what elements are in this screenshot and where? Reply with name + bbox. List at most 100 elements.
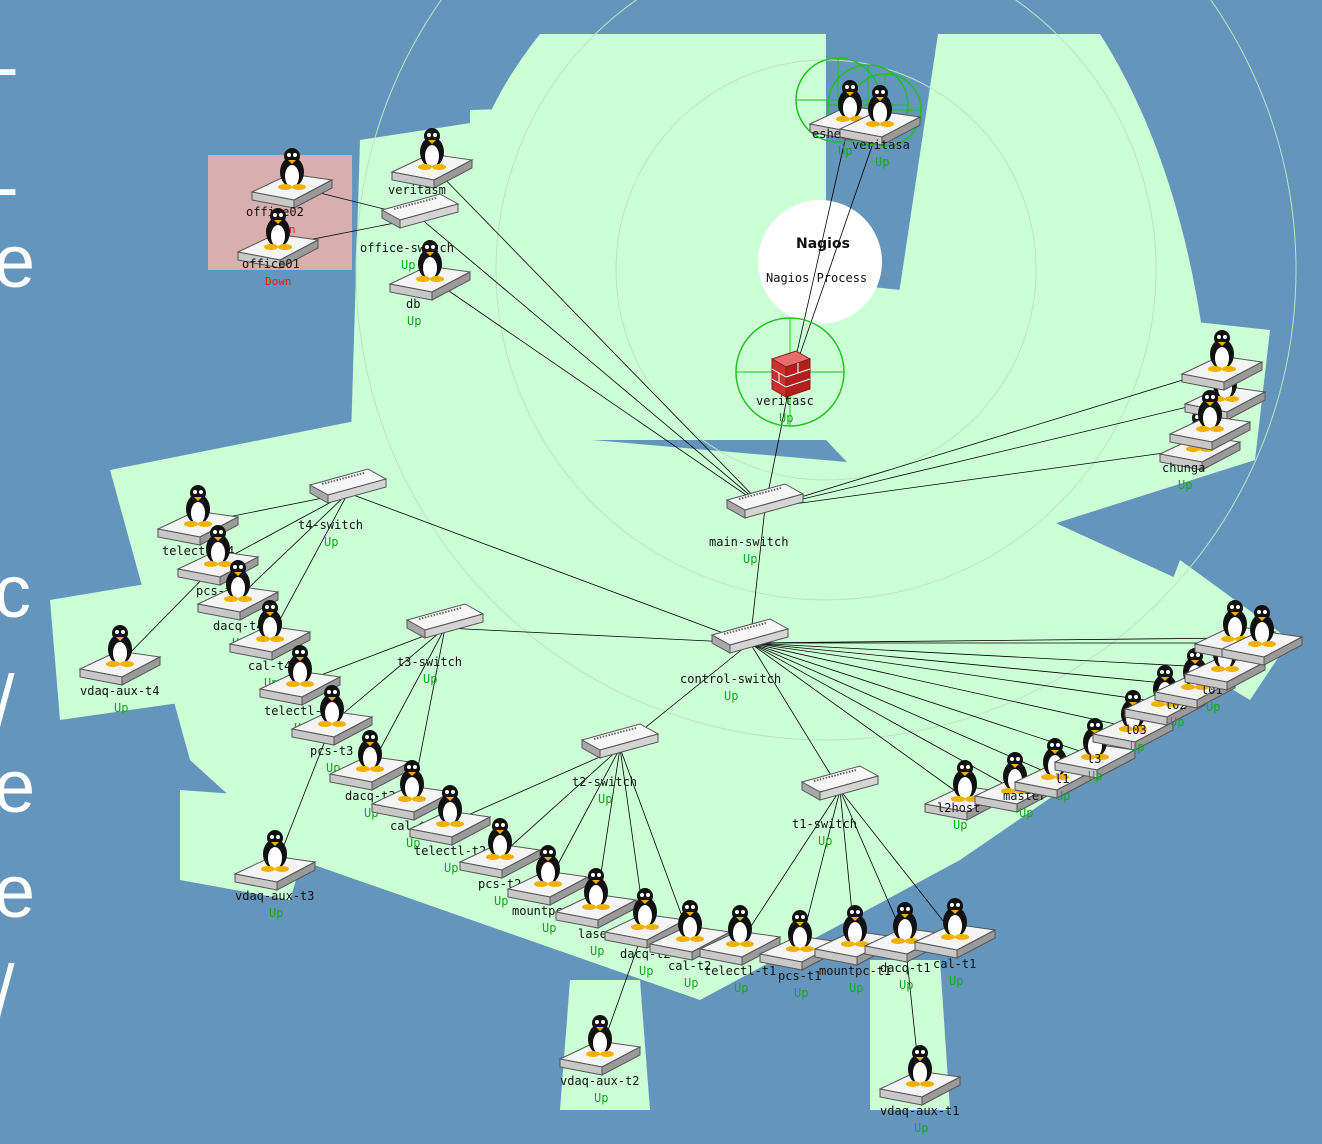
host-status: Up [849, 981, 863, 995]
host-status: Up [779, 411, 793, 425]
host-status: Up [949, 974, 963, 988]
host-status: Up [269, 906, 283, 920]
host-label: l1 [1055, 772, 1069, 786]
connection-lines [119, 117, 1262, 1084]
nagios-process-label: Nagios Process [766, 271, 867, 285]
connection-line [749, 642, 1056, 777]
host-label: telectl-t2 [414, 844, 486, 858]
host-status: Up [401, 258, 415, 272]
host-label: t2-switch [572, 775, 637, 789]
host-nodes: veritascUpesheli...UpveritasaUpveritasmU… [79, 79, 1303, 1135]
host-label: vdaq-aux-t1 [880, 1104, 959, 1118]
host-status: Down [265, 275, 292, 288]
connection-line [764, 447, 1201, 509]
host-status: Up [639, 964, 653, 978]
connection-line [749, 637, 1236, 644]
background-glyph: / [0, 665, 15, 739]
tree-wedges [50, 34, 1290, 1110]
connection-line [419, 217, 766, 509]
connection-line [444, 627, 751, 644]
connection-line [764, 382, 791, 509]
host-status: Up [407, 314, 421, 328]
host-status: Up [914, 1121, 928, 1135]
nagios-process-node[interactable]: Nagios Nagios Process [758, 200, 882, 324]
host-status: Up [899, 978, 913, 992]
host-label: mountpc-t1 [819, 964, 891, 978]
background-glyph: e [0, 745, 36, 828]
host-label: vdaq-aux-t3 [235, 889, 314, 903]
connection-line [619, 747, 691, 939]
background-glyph: / [0, 955, 15, 1029]
host-label: office01 [242, 257, 300, 271]
host-status: Up [423, 672, 437, 686]
host-label: chunga [1162, 461, 1205, 475]
host-status: Up [838, 144, 852, 158]
connection-line [764, 367, 1223, 509]
host-status: Up [743, 552, 757, 566]
connection-line [547, 747, 621, 884]
host-label: l2host [937, 801, 980, 815]
background-glyph-column: --ec/ee/ [0, 0, 60, 1144]
background-glyph: c [0, 550, 31, 633]
host-status: Up [875, 155, 889, 169]
host-label: dacq-t1 [880, 961, 931, 975]
connection-line [749, 642, 1096, 757]
connection-line [429, 277, 766, 509]
background-glyph: e [0, 220, 36, 303]
connection-line [749, 507, 766, 644]
host-status: Up [594, 1091, 608, 1105]
background-glyph: e [0, 850, 36, 933]
connection-line [789, 117, 851, 384]
host-label: t3-switch [397, 655, 462, 669]
connection-line [764, 397, 1226, 509]
connection-line [839, 789, 956, 937]
host-label: veritasm [388, 183, 446, 197]
host-label: veritasc [756, 394, 814, 408]
host-status: Up [590, 944, 604, 958]
host-label: pcs-t1 [778, 969, 821, 983]
host-status: Up [1130, 740, 1144, 754]
firewall-icon [771, 350, 811, 398]
connection-line [347, 492, 751, 644]
host-label: veritasa [852, 138, 910, 152]
host-status: Up [542, 921, 556, 935]
host-status: Up [114, 701, 128, 715]
host-label: telectl-t1 [704, 964, 776, 978]
host-status: Up [684, 976, 698, 990]
linux-server-icon [914, 897, 996, 959]
connection-line [839, 789, 906, 941]
connection-line [749, 642, 1226, 669]
connection-line [499, 747, 621, 857]
host-label: telectl-t3 [264, 704, 336, 718]
host-status: Up [444, 861, 458, 875]
host-label: l3 [1087, 752, 1101, 766]
host-label: t4-switch [298, 518, 363, 532]
